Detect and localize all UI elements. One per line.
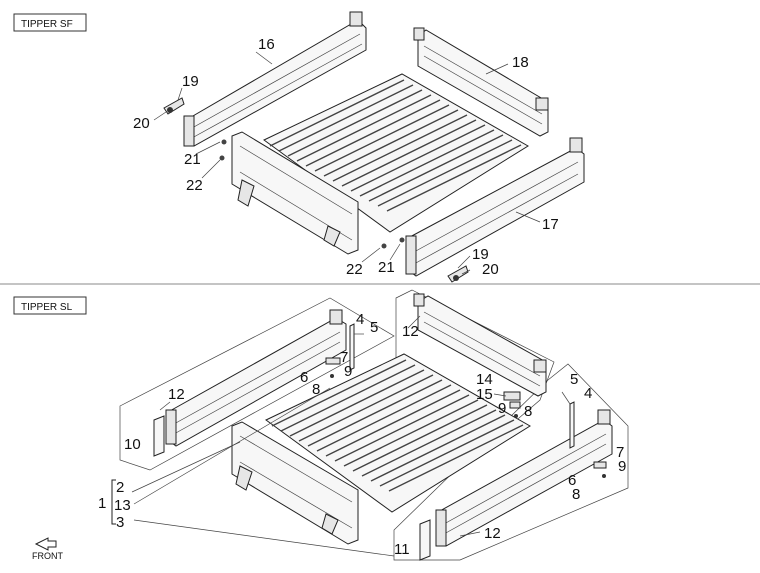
callout-3: 3 bbox=[116, 514, 124, 531]
callout-8: 8 bbox=[524, 403, 532, 420]
group-bracket-1 bbox=[111, 479, 116, 525]
callout-8: 8 bbox=[312, 381, 320, 398]
callout-22: 22 bbox=[346, 261, 363, 278]
side-wall-left-sf bbox=[183, 11, 367, 147]
post-4-5-right bbox=[569, 401, 575, 449]
callout-20: 20 bbox=[133, 115, 150, 132]
detail-outline-left bbox=[119, 297, 395, 471]
callout-8: 8 bbox=[572, 486, 580, 503]
tipper-sl-title-box bbox=[13, 296, 87, 315]
callout-20: 20 bbox=[482, 261, 499, 278]
callout-17: 17 bbox=[542, 216, 559, 233]
pillar-10 bbox=[153, 415, 165, 457]
front-panel-sl bbox=[413, 293, 547, 397]
callout-9: 9 bbox=[498, 400, 506, 417]
callout-21: 21 bbox=[184, 151, 201, 168]
callout-4: 4 bbox=[584, 385, 592, 402]
bolt-22-left bbox=[219, 155, 225, 161]
post-4-5-left bbox=[349, 323, 355, 371]
callout-12: 12 bbox=[168, 386, 185, 403]
side-panel-left-sl bbox=[165, 309, 347, 447]
callout-4: 4 bbox=[356, 311, 364, 328]
callout-11: 11 bbox=[394, 541, 410, 558]
detail-outline-right bbox=[393, 363, 629, 561]
callout-9: 9 bbox=[344, 363, 352, 380]
callout-1: 1 bbox=[98, 495, 106, 512]
platform-floor-sl bbox=[265, 353, 531, 513]
callout-7: 7 bbox=[340, 349, 348, 366]
lock-6-9-right bbox=[593, 461, 607, 478]
bolt-22-right bbox=[381, 243, 387, 249]
front-indicator: FRONT bbox=[32, 537, 63, 561]
callout-18: 18 bbox=[512, 54, 529, 71]
bolt-21-right bbox=[399, 237, 405, 243]
side-panel-right-sl bbox=[435, 409, 613, 547]
callout-9: 9 bbox=[618, 458, 626, 475]
callout-7: 7 bbox=[616, 444, 624, 461]
hinge-19-20-right bbox=[447, 265, 469, 283]
bolt-21-left bbox=[221, 139, 227, 145]
callout-5: 5 bbox=[570, 371, 578, 388]
tipper-sf-title: TIPPER SF bbox=[21, 19, 73, 30]
tipper-sl-title: TIPPER SL bbox=[21, 302, 73, 313]
callout-12: 12 bbox=[402, 323, 419, 340]
callout-15: 15 bbox=[476, 386, 493, 403]
callout-13: 13 bbox=[114, 497, 131, 514]
rear-wall-sl bbox=[231, 421, 359, 545]
side-wall-right-sf bbox=[405, 137, 585, 277]
callout-14: 14 bbox=[476, 371, 493, 388]
tipper-sf-title-box bbox=[13, 13, 87, 32]
front-arrow-icon bbox=[34, 537, 57, 551]
rear-wall-sf bbox=[231, 131, 359, 255]
callout-5: 5 bbox=[370, 319, 378, 336]
callout-21: 21 bbox=[378, 259, 395, 276]
lock-6-9-left bbox=[325, 357, 341, 378]
callout-10: 10 bbox=[124, 436, 141, 453]
callout-6: 6 bbox=[300, 369, 308, 386]
hinge-19-20-left bbox=[163, 97, 185, 115]
callout-12: 12 bbox=[484, 525, 501, 542]
callout-22: 22 bbox=[186, 177, 203, 194]
pillar-11 bbox=[419, 519, 431, 561]
callout-19: 19 bbox=[472, 246, 489, 263]
platform-floor-sf bbox=[263, 73, 529, 233]
callout-19: 19 bbox=[182, 73, 199, 90]
tipper-sf-section: TIPPER SF bbox=[13, 11, 585, 283]
callout-6: 6 bbox=[568, 472, 576, 489]
callout-16: 16 bbox=[258, 36, 275, 53]
callout-2: 2 bbox=[116, 479, 124, 496]
front-wall-sf bbox=[413, 27, 549, 137]
tipper-sl-section: TIPPER SL bbox=[13, 289, 629, 561]
front-label: FRONT bbox=[32, 551, 63, 561]
